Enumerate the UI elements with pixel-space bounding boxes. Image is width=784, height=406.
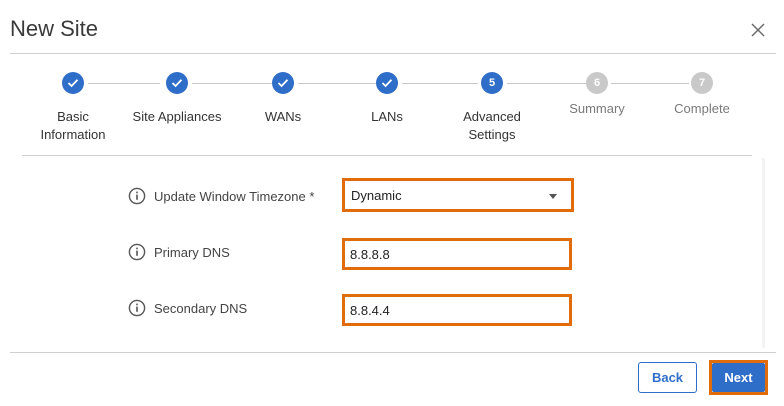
step-wans[interactable]: WANs xyxy=(228,72,338,126)
step-connector xyxy=(611,83,689,84)
step-label: Summary xyxy=(569,101,625,116)
timezone-select[interactable]: Dynamic xyxy=(342,178,574,212)
step-connector xyxy=(298,83,376,84)
next-button-highlight xyxy=(709,360,768,395)
info-icon[interactable] xyxy=(128,187,146,205)
secondary-dns-label: Secondary DNS xyxy=(154,300,248,316)
next-button[interactable]: Next xyxy=(712,363,765,392)
primary-dns-row: Primary DNS xyxy=(128,241,230,263)
step-label: Advanced Settings xyxy=(463,109,521,142)
step-number-badge: 5 xyxy=(481,72,503,94)
timezone-selected-value: Dynamic xyxy=(351,187,402,203)
step-summary[interactable]: 6 Summary xyxy=(542,72,652,118)
step-connector xyxy=(402,83,478,84)
step-connector xyxy=(507,83,586,84)
step-label: Basic Information xyxy=(40,109,106,142)
secondary-dns-row: Secondary DNS xyxy=(128,297,247,319)
check-icon xyxy=(376,72,398,94)
check-icon xyxy=(166,72,188,94)
step-label: Complete xyxy=(674,101,730,116)
content-divider xyxy=(22,155,752,156)
timezone-row: Update Window Timezone * xyxy=(128,185,314,207)
step-site-appliances[interactable]: Site Appliances xyxy=(122,72,232,126)
dialog-title: New Site xyxy=(10,16,99,41)
check-icon xyxy=(62,72,84,94)
primary-dns-label: Primary DNS xyxy=(154,244,230,260)
scrollbar[interactable] xyxy=(762,158,765,348)
dropdown-arrow-icon xyxy=(549,194,557,199)
primary-dns-input[interactable] xyxy=(342,238,572,270)
step-connector xyxy=(88,83,160,84)
check-icon xyxy=(272,72,294,94)
step-label: LANs xyxy=(371,109,403,124)
close-icon[interactable] xyxy=(748,20,768,40)
step-number-badge: 6 xyxy=(586,72,608,94)
footer-divider xyxy=(10,352,776,353)
step-label: WANs xyxy=(264,109,302,124)
info-icon[interactable] xyxy=(128,299,146,317)
secondary-dns-input[interactable] xyxy=(342,294,572,326)
step-connector xyxy=(192,83,272,84)
back-button[interactable]: Back xyxy=(638,362,697,393)
step-advanced-settings[interactable]: 5 Advanced Settings xyxy=(437,72,547,144)
info-icon[interactable] xyxy=(128,243,146,261)
step-complete[interactable]: 7 Complete xyxy=(647,72,757,118)
header-divider xyxy=(10,53,776,54)
step-label: Site Appliances xyxy=(132,109,222,124)
step-lans[interactable]: LANs xyxy=(332,72,442,126)
step-number-badge: 7 xyxy=(691,72,713,94)
step-basic-information[interactable]: Basic Information xyxy=(18,72,128,144)
timezone-label: Update Window Timezone * xyxy=(154,188,315,204)
